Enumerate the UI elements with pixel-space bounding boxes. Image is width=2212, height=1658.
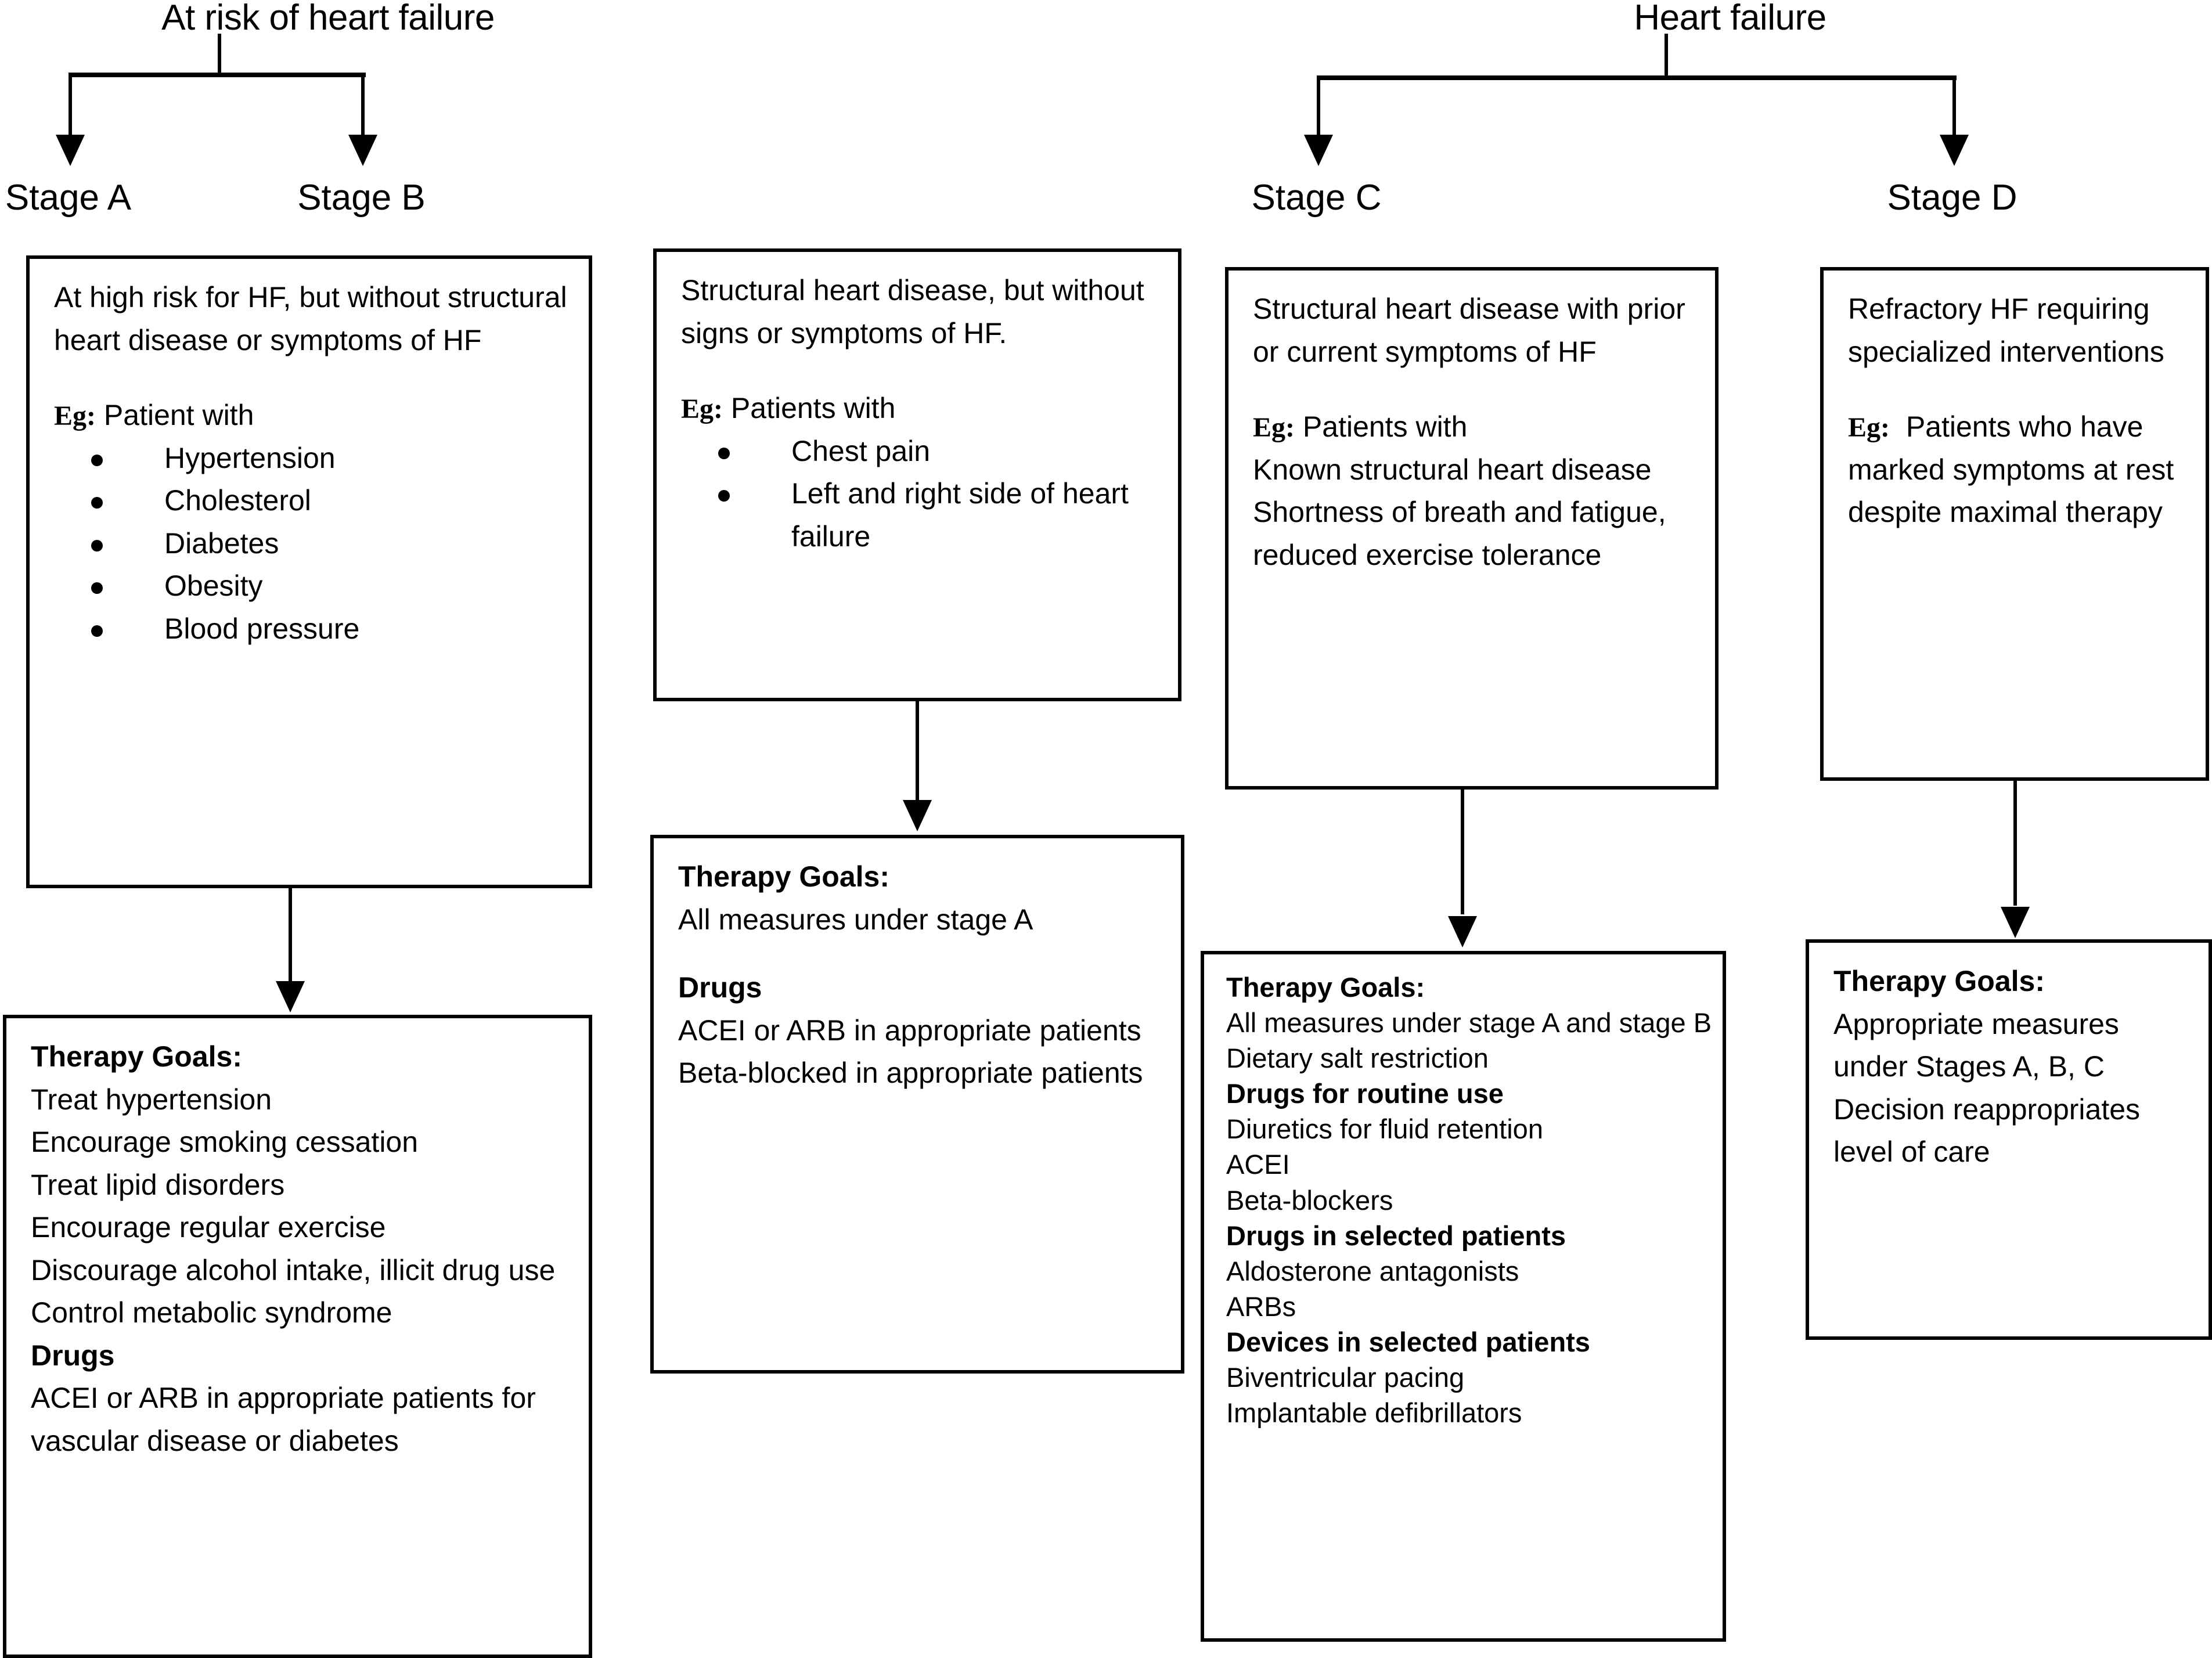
- arrow-to-stage-d: [1940, 135, 1969, 166]
- list-item: Obesity: [54, 565, 574, 608]
- stage-a-description-box: At high risk for HF, but without structu…: [26, 255, 592, 888]
- arrow-stage-a-therapy: [276, 981, 305, 1012]
- stage-d-description-box: Refractory HF requiring specialized inte…: [1820, 267, 2209, 781]
- stage-label-a: Stage A: [5, 178, 132, 218]
- therapy-drug-item: ARBs: [1226, 1291, 1296, 1322]
- arrow-to-stage-c: [1304, 135, 1333, 166]
- therapy-goal-item: Discourage alcohol intake, illicit drug …: [31, 1253, 556, 1286]
- stage-c-routine-heading: Drugs for routine use: [1226, 1078, 1504, 1109]
- list-item: Diabetes: [54, 522, 574, 565]
- therapy-drug-item: ACEI or ARB in appropriate patients for …: [31, 1382, 536, 1457]
- therapy-device-item: Biventricular pacing: [1226, 1362, 1465, 1393]
- connector-to-stage-c: [1317, 75, 1320, 139]
- therapy-goal-item: Treat lipid disorders: [31, 1168, 285, 1201]
- arrow-to-stage-b: [348, 135, 377, 166]
- stage-b-eg-line: Eg: Patients with: [681, 387, 1163, 430]
- stage-c-therapy-heading: Therapy Goals:: [1226, 972, 1425, 1003]
- stage-a-therapy-box: Therapy Goals: Treat hypertension Encour…: [3, 1015, 592, 1658]
- therapy-goal-item: Treat hypertension: [31, 1083, 272, 1116]
- eg-label: Eg:: [681, 394, 723, 424]
- stage-c-devices-heading: Devices in selected patients: [1226, 1326, 1590, 1357]
- list-item: Blood pressure: [54, 608, 574, 651]
- stage-c-therapy-box: Therapy Goals: All measures under stage …: [1201, 951, 1726, 1642]
- therapy-goal-item: Encourage regular exercise: [31, 1211, 386, 1244]
- therapy-drug-item: ACEI: [1226, 1149, 1290, 1180]
- stage-a-eg-list: Hypertension Cholesterol Diabetes Obesit…: [54, 437, 574, 651]
- stage-d-eg-lead: Patients who have marked symptoms at res…: [1848, 410, 2174, 529]
- group-title-at-risk: At risk of heart failure: [161, 0, 495, 38]
- connector-to-stage-a: [69, 73, 72, 139]
- stage-c-eg-line: Eg: Patients with: [1253, 406, 1700, 449]
- stage-b-therapy-heading: Therapy Goals:: [678, 860, 889, 893]
- stage-a-eg-line: Eg: Patient with: [54, 394, 574, 437]
- stage-label-b: Stage B: [297, 178, 426, 218]
- connector-stage-a-to-therapy: [289, 888, 292, 984]
- eg-label: Eg:: [54, 401, 96, 431]
- stage-d-therapy-heading: Therapy Goals:: [1833, 965, 2045, 997]
- therapy-drug-item: Beta-blockers: [1226, 1184, 1393, 1216]
- eg-label: Eg:: [1848, 412, 1890, 443]
- therapy-goal-item: Control metabolic syndrome: [31, 1296, 392, 1329]
- stage-c-description-text: Structural heart disease with prior or c…: [1253, 293, 1685, 368]
- connector-stage-c-to-therapy: [1461, 790, 1464, 914]
- stage-b-drugs-heading: Drugs: [678, 971, 762, 1004]
- list-item: Known structural heart disease: [1253, 453, 1652, 486]
- stage-d-eg-line: Eg: Patients who have marked symptoms at…: [1848, 406, 2191, 534]
- therapy-goal-item: Encourage smoking cessation: [31, 1126, 419, 1158]
- therapy-goal-item: Dietary salt restriction: [1226, 1043, 1489, 1074]
- stage-b-eg-lead: Patients with: [730, 392, 896, 424]
- stage-b-description-text: Structural heart disease, but without si…: [681, 274, 1144, 349]
- connector-stage-b-to-therapy: [916, 701, 919, 803]
- connector-to-stage-b: [361, 73, 365, 139]
- list-item: Shortness of breath and fatigue, reduced…: [1253, 496, 1666, 571]
- group-title-heart-failure: Heart failure: [1634, 0, 1826, 38]
- stage-a-description-text: At high risk for HF, but without structu…: [54, 281, 567, 356]
- stage-c-description-box: Structural heart disease with prior or c…: [1225, 267, 1719, 790]
- arrow-stage-d-therapy: [2001, 907, 2030, 938]
- stage-label-c: Stage C: [1251, 178, 1382, 218]
- stage-b-description-box: Structural heart disease, but without si…: [653, 248, 1181, 701]
- stage-d-description-text: Refractory HF requiring specialized inte…: [1848, 293, 2164, 368]
- stage-b-eg-list: Chest pain Left and right side of heart …: [681, 430, 1163, 558]
- therapy-drug-item: Diuretics for fluid retention: [1226, 1113, 1543, 1145]
- stage-c-selected-heading: Drugs in selected patients: [1226, 1220, 1566, 1251]
- connector-left-trunk: [218, 34, 221, 74]
- stage-d-therapy-box: Therapy Goals: Appropriate measures unde…: [1806, 939, 2212, 1340]
- connector-left-split: [70, 73, 366, 77]
- therapy-goal-item: All measures under stage A and stage B: [1226, 1007, 1712, 1039]
- connector-to-stage-d: [1952, 75, 1956, 139]
- therapy-drug-item: Aldosterone antagonists: [1226, 1255, 1519, 1286]
- therapy-drug-item: ACEI or ARB in appropriate patients: [678, 1014, 1141, 1047]
- connector-right-trunk: [1665, 34, 1668, 77]
- stage-label-d: Stage D: [1887, 178, 2018, 218]
- stage-a-therapy-heading: Therapy Goals:: [31, 1040, 242, 1073]
- stage-c-eg-lead: Patients with: [1302, 410, 1468, 443]
- therapy-drug-item: Beta-blocked in appropriate patients: [678, 1057, 1143, 1089]
- therapy-goal-item: Appropriate measures under Stages A, B, …: [1833, 1007, 2141, 1169]
- arrow-to-stage-a: [56, 135, 85, 166]
- list-item: Left and right side of heart failure: [681, 473, 1163, 558]
- stage-a-eg-lead: Patient with: [103, 399, 254, 431]
- stage-a-drugs-heading: Drugs: [31, 1339, 115, 1372]
- list-item: Hypertension: [54, 437, 574, 480]
- therapy-goal-item: All measures under stage A: [678, 903, 1033, 936]
- connector-stage-d-to-therapy: [2013, 781, 2017, 906]
- therapy-device-item: Implantable defibrillators: [1226, 1397, 1522, 1429]
- arrow-stage-b-therapy: [903, 800, 932, 831]
- connector-right-split: [1317, 75, 1957, 80]
- arrow-stage-c-therapy: [1448, 916, 1477, 947]
- list-item: Chest pain: [681, 430, 1163, 473]
- list-item: Cholesterol: [54, 480, 574, 522]
- eg-label: Eg:: [1253, 412, 1295, 443]
- stage-b-therapy-box: Therapy Goals: All measures under stage …: [650, 835, 1184, 1374]
